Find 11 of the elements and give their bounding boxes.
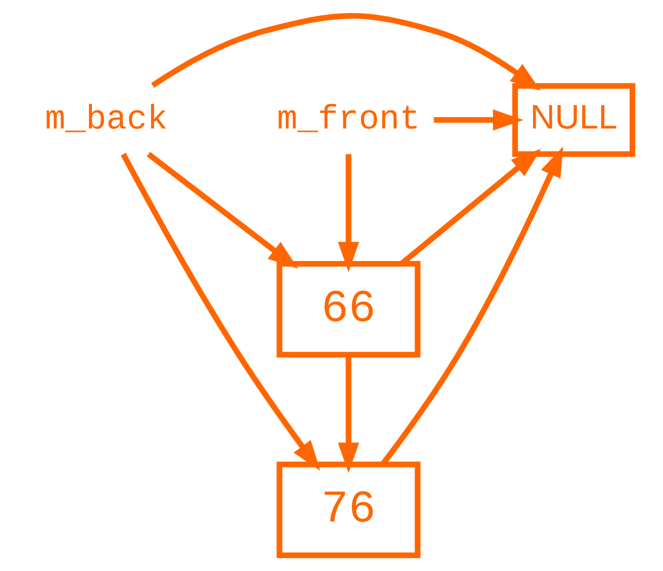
arrow: [434, 109, 524, 131]
node-text: m_front: [277, 101, 420, 140]
arrow: [120, 152, 320, 471]
arrow: [338, 154, 360, 272]
node-text: m_back: [44, 101, 168, 140]
node-box: 76: [276, 462, 420, 558]
node-box: 66: [276, 260, 420, 358]
arrow: [146, 152, 298, 269]
arrow: [338, 354, 360, 473]
node-box: NULL: [512, 83, 636, 157]
arrow: [151, 13, 541, 91]
